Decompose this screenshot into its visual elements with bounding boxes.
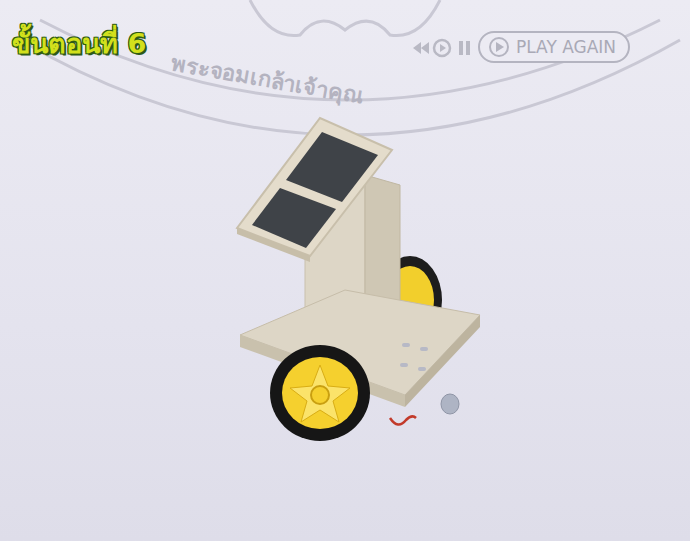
play-again-button: PLAY AGAIN	[478, 31, 630, 63]
front-wheel	[270, 345, 370, 441]
media-controls	[413, 40, 470, 56]
watermark-text: พระจอมเกล้าเจ้าคุณ	[168, 45, 365, 113]
button-label: PLAY AGAIN	[516, 37, 616, 57]
watermark-emblem	[20, 0, 680, 135]
solar-panel	[237, 118, 392, 262]
play-icon	[488, 36, 510, 58]
step-heading: ขั้นตอนที่ 6	[12, 22, 146, 65]
caster-wheel	[390, 394, 459, 425]
